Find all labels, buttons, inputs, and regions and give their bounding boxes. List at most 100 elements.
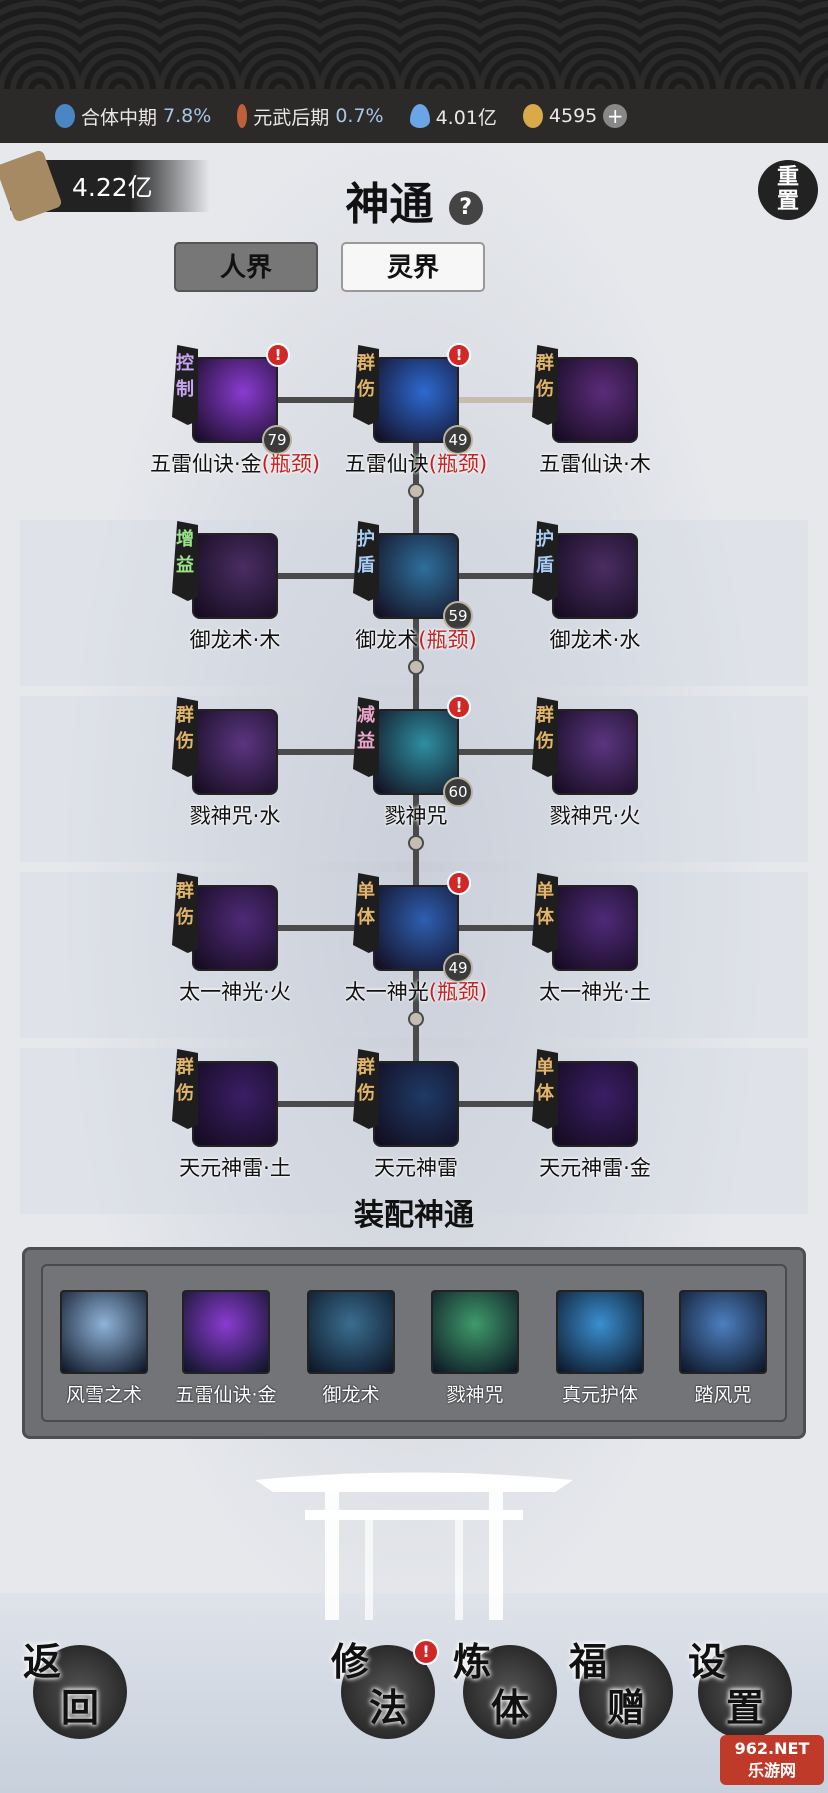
skill-type-tag: 群伤	[532, 345, 558, 425]
tree-knob	[408, 659, 424, 675]
tree-connector	[416, 397, 595, 403]
nav-body-refine-button[interactable]: 炼体	[453, 1641, 557, 1739]
equipped-skill-slot[interactable]: 御龙术	[291, 1290, 411, 1407]
bottleneck-label: (瓶颈)	[428, 980, 488, 1004]
skill-type-tag: 单体	[532, 873, 558, 953]
skill-node[interactable]: 护盾	[532, 521, 638, 619]
skill-name: 五雷仙诀·金(瓶颈)	[149, 452, 321, 476]
skill-name: 太一神光·火	[179, 980, 291, 1004]
skill-name: 戮神咒·水	[189, 804, 281, 828]
skill-name: 戮神咒·火	[549, 804, 641, 828]
skill-name: 太一神光·土	[539, 980, 651, 1004]
scroll-resource: 4.22亿	[0, 149, 210, 223]
tree-knob	[408, 835, 424, 851]
skill-type-tag: 单体	[532, 1049, 558, 1129]
tab-human-realm[interactable]: 人界	[174, 242, 318, 292]
skill-node[interactable]: 单体	[532, 873, 638, 971]
skill-icon	[192, 1061, 278, 1147]
header-decoration	[0, 0, 828, 89]
skill-node[interactable]: 控制 79 !	[172, 343, 292, 455]
tree-connector	[235, 1101, 416, 1107]
skill-type-tag: 群伤	[532, 697, 558, 777]
skill-name: 戮神咒	[384, 804, 448, 828]
nav-back-button[interactable]: 返回	[23, 1641, 127, 1739]
skill-type-tag: 群伤	[353, 1049, 379, 1129]
skill-name: 天元神雷·金	[539, 1156, 651, 1180]
skill-icon	[552, 1061, 638, 1147]
skill-type-tag: 群伤	[353, 345, 379, 425]
nav-settings-button[interactable]: 设置	[688, 1641, 792, 1739]
skill-icon	[192, 885, 278, 971]
skill-icon	[192, 709, 278, 795]
add-currency-button[interactable]: +	[603, 104, 628, 128]
equipped-skill-slot[interactable]: 五雷仙诀·金	[166, 1290, 286, 1407]
page-title: 神通 ?	[0, 168, 828, 232]
skill-name: 御龙术·水	[549, 628, 641, 652]
skill-icon	[552, 885, 638, 971]
skill-icon	[556, 1290, 644, 1374]
skill-icon	[60, 1290, 148, 1374]
equipped-skill-slot[interactable]: 戮神咒	[415, 1290, 535, 1407]
skill-icon	[431, 1290, 519, 1374]
alert-icon: !	[266, 343, 290, 367]
equipped-skill-slot[interactable]: 踏风咒	[663, 1290, 783, 1407]
alert-icon: !	[447, 871, 471, 895]
skill-node[interactable]: 群伤	[532, 345, 638, 443]
skill-node[interactable]: 群伤 49 !	[353, 343, 473, 455]
tree-connector	[416, 749, 595, 755]
skill-node[interactable]: 单体	[532, 1049, 638, 1147]
reset-button[interactable]: 重置	[758, 160, 818, 220]
skill-level-badge: 60	[443, 777, 473, 807]
bottleneck-label: (瓶颈)	[261, 452, 321, 476]
spirit-stones: 4.01亿	[409, 103, 497, 130]
skill-icon	[373, 357, 459, 443]
skill-type-tag: 群伤	[172, 873, 198, 953]
skill-icon	[679, 1290, 767, 1374]
alert-icon: !	[413, 1639, 439, 1665]
skill-icon	[192, 533, 278, 619]
skill-icon	[373, 1061, 459, 1147]
equip-section-title: 装配神通	[354, 1198, 474, 1233]
tree-connector	[416, 925, 595, 931]
gate-silhouette	[255, 1472, 573, 1620]
skill-node[interactable]: 群伤	[172, 873, 278, 971]
skill-level-badge: 79	[262, 425, 292, 455]
skill-node[interactable]: 增益	[172, 521, 278, 619]
jade-currency: 4595+	[522, 104, 628, 128]
trident-icon	[237, 104, 248, 128]
skill-icon	[182, 1290, 270, 1374]
tree-connector	[235, 573, 416, 579]
skill-icon	[552, 533, 638, 619]
tab-spirit-realm[interactable]: 灵界	[341, 242, 485, 292]
skill-node[interactable]: 群伤	[172, 1049, 278, 1147]
skill-type-tag: 护盾	[532, 521, 558, 601]
skill-icon	[307, 1290, 395, 1374]
help-button[interactable]: ?	[448, 190, 483, 225]
nav-cultivate-button[interactable]: 修法!	[331, 1639, 439, 1739]
alert-icon: !	[447, 695, 471, 719]
skill-name: 御龙术·木	[189, 628, 281, 652]
skill-icon	[373, 709, 459, 795]
bottleneck-label: (瓶颈)	[428, 452, 488, 476]
skill-icon	[552, 357, 638, 443]
skill-node[interactable]: 群伤	[172, 697, 278, 795]
bottleneck-label: (瓶颈)	[418, 628, 477, 652]
skill-type-tag: 护盾	[353, 521, 379, 601]
equipped-skill-slot[interactable]: 风雪之术	[44, 1290, 164, 1407]
skill-level-badge: 49	[443, 953, 473, 983]
equipped-skill-slot[interactable]: 真元护体	[540, 1290, 660, 1407]
skill-icon	[552, 709, 638, 795]
skill-node[interactable]: 护盾 59	[353, 521, 473, 631]
skill-node[interactable]: 单体 49 !	[353, 871, 473, 983]
tree-connector	[416, 1101, 595, 1107]
skill-node[interactable]: 群伤	[353, 1049, 459, 1147]
skill-name: 五雷仙诀(瓶颈)	[344, 452, 488, 476]
taiji-icon	[55, 104, 75, 128]
skill-type-tag: 控制	[172, 345, 198, 425]
skill-node[interactable]: 群伤	[532, 697, 638, 795]
nav-gift-button[interactable]: 福赠	[569, 1641, 673, 1739]
skill-node[interactable]: 减益 60 !	[353, 695, 473, 807]
